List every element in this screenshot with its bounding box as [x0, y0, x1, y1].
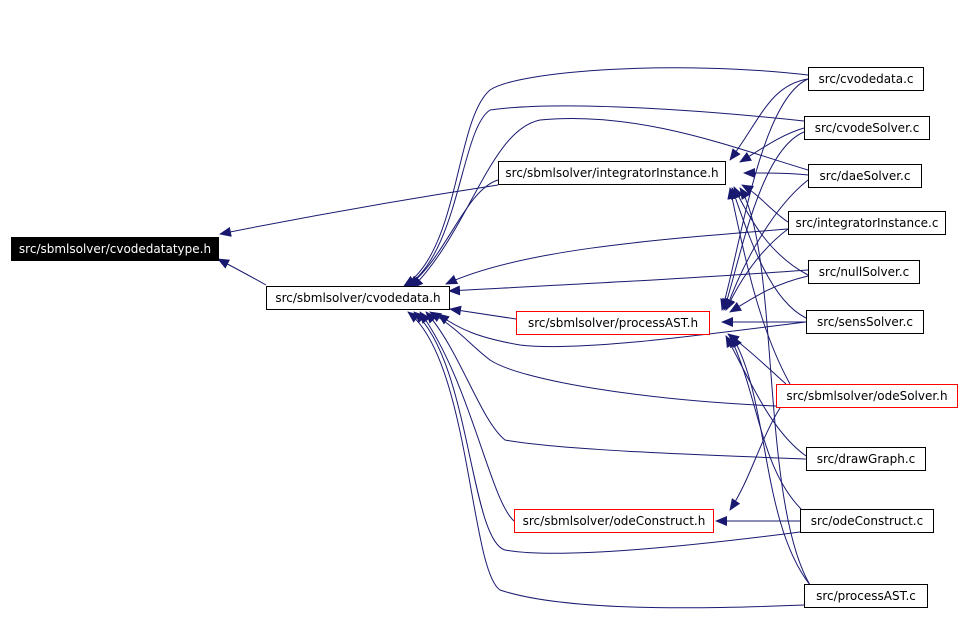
edge-cvodesolver-c-to-cvodedata-h — [403, 105, 805, 289]
edge-odeconstruct-c-to-processast-h — [729, 335, 805, 513]
edge-processast-c-to-processast-h — [731, 335, 811, 586]
edge-drawgraph-c-to-processast-h — [725, 335, 807, 457]
node-daesolver-c[interactable]: src/daeSolver.c — [808, 164, 922, 188]
edge-odeconstruct-c-to-cvodedata-h — [413, 311, 801, 554]
node-nullsolver-c[interactable]: src/nullSolver.c — [808, 260, 920, 284]
node-cvodesolver-c[interactable]: src/cvodeSolver.c — [804, 116, 930, 140]
node-cvodedatatype-h: src/sbmlsolver/cvodedatatype.h — [11, 237, 219, 261]
node-integratorinstance-h[interactable]: src/sbmlsolver/integratorInstance.h — [498, 161, 726, 185]
edge-senssolver-c-to-integratorinstance-h — [730, 187, 807, 319]
edge-integratorinstance-c-to-cvodedata-h — [445, 228, 789, 285]
edge-processast-c-to-integratorinstance-h — [739, 187, 811, 586]
node-drawgraph-c[interactable]: src/drawGraph.c — [806, 447, 926, 471]
edge-processast-c-to-cvodedata-h — [407, 311, 805, 609]
node-senssolver-c[interactable]: src/sensSolver.c — [806, 310, 924, 334]
edge-cvodedata-c-to-processast-h — [720, 78, 809, 311]
edge-cvodedata-c-to-integratorinstance-h — [729, 78, 809, 161]
edge-daesolver-c-to-processast-h — [724, 179, 809, 311]
edge-cvodesolver-c-to-processast-h — [722, 131, 805, 311]
edge-odesolver-h-to-integratorinstance-h — [727, 187, 791, 385]
edge-nullsolver-c-to-processast-h — [729, 275, 809, 313]
edge-integratorinstance-h-to-cvodedata-h — [407, 179, 499, 287]
edge-integratorinstance-h-to-root — [219, 184, 499, 237]
edge-processast-h-to-cvodedata-h — [449, 305, 517, 320]
node-cvodedata-c[interactable]: src/cvodedata.c — [808, 67, 924, 91]
node-odesolver-h[interactable]: src/sbmlsolver/odeSolver.h — [776, 384, 958, 408]
edge-senssolver-c-to-cvodedata-h — [437, 313, 807, 348]
edge-odesolver-h-to-odeconstruct-h — [729, 407, 781, 511]
edge-cvodedata-c-to-cvodedata-h — [403, 67, 809, 287]
edge-daesolver-c-to-integratorinstance-h — [743, 168, 809, 179]
node-processast-h[interactable]: src/sbmlsolver/processAST.h — [516, 311, 710, 335]
edge-integratorinstance-c-to-integratorinstance-h — [741, 184, 789, 223]
edge-odesolver-h-to-cvodedata-h — [429, 311, 777, 407]
node-processast-c[interactable]: src/processAST.c — [804, 584, 928, 608]
edge-integratorinstance-c-to-processast-h — [725, 228, 789, 311]
node-odeconstruct-h[interactable]: src/sbmlsolver/odeConstruct.h — [514, 509, 714, 533]
edge-drawgraph-c-to-cvodedata-h — [425, 311, 807, 460]
edge-odeconstruct-h-to-cvodedata-h — [419, 311, 515, 522]
edge-cvodesolver-c-to-integratorinstance-h — [739, 127, 805, 163]
node-odeconstruct-c[interactable]: src/odeConstruct.c — [800, 509, 934, 533]
node-cvodedata-h[interactable]: src/sbmlsolver/cvodedata.h — [266, 286, 450, 310]
edge-nullsolver-c-to-cvodedata-h — [448, 269, 809, 296]
node-integratorinstance-c[interactable]: src/integratorInstance.c — [788, 211, 946, 235]
edge-cvodedata-h-to-root — [217, 258, 267, 286]
